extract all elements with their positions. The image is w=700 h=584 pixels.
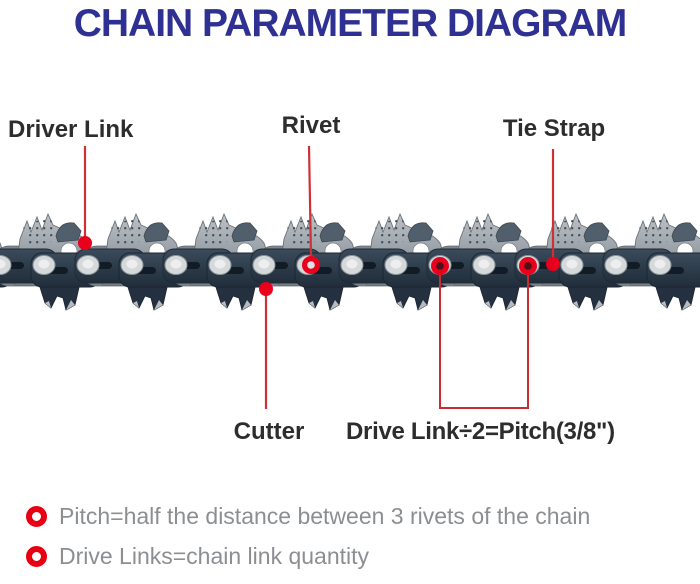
label-tie-strap: Tie Strap xyxy=(502,115,606,142)
rivet-marker-ring xyxy=(302,256,320,274)
pitch-measure-bracket xyxy=(439,275,529,409)
notes-list: Pitch=half the distance between 3 rivets… xyxy=(26,503,590,570)
note-text: Drive Links=chain link quantity xyxy=(59,543,370,569)
pointer-lines xyxy=(83,145,555,409)
label-cutter: Cutter xyxy=(233,418,305,445)
driver-link-marker-dot xyxy=(78,236,92,250)
note-drive-links-definition: Drive Links=chain link quantity xyxy=(26,543,590,570)
page-title: CHAIN PARAMETER DIAGRAM xyxy=(73,2,628,45)
rivet-pointer-line xyxy=(307,145,313,258)
pitch-rivet-marker-ring xyxy=(519,257,537,275)
cutter-marker-dot xyxy=(259,282,273,296)
note-pitch-definition: Pitch=half the distance between 3 rivets… xyxy=(26,503,590,530)
ring-bullet-icon xyxy=(26,506,47,527)
pitch-rivet-marker-ring xyxy=(431,257,449,275)
tie-strap-marker-dot xyxy=(546,257,560,271)
ring-bullet-icon xyxy=(26,546,47,567)
chainsaw-chain-illustration xyxy=(0,145,700,409)
label-rivet: Rivet xyxy=(281,112,341,139)
label-pitch-formula: Drive Link÷2=Pitch(3/8") xyxy=(346,418,615,445)
label-driver-link: Driver Link xyxy=(8,116,134,143)
note-text: Pitch=half the distance between 3 rivets… xyxy=(59,503,591,529)
